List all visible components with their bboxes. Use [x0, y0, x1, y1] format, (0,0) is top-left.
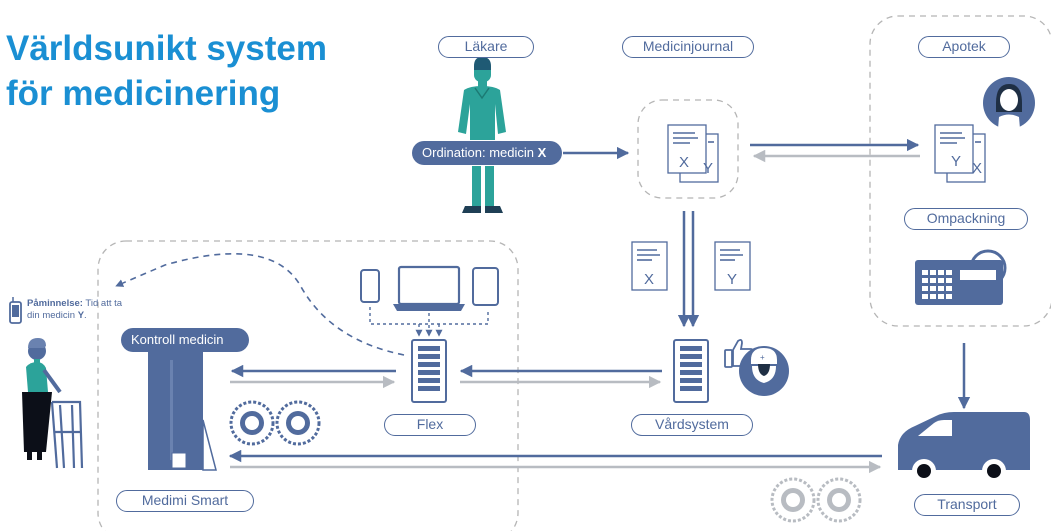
- reminder-end: .: [84, 310, 87, 321]
- laptop-icon: [393, 265, 465, 311]
- reminder-bold: Påminnelse:: [27, 298, 83, 309]
- packaging-machine-icon: [915, 249, 1007, 305]
- journal-doc-letter-x: X: [679, 154, 689, 171]
- phone-icon: [360, 269, 380, 303]
- tape-roll-icon: [770, 477, 862, 523]
- pharmacist-icon: [983, 77, 1035, 129]
- journal-doc-letter-y: Y: [703, 160, 713, 177]
- svg-text:+: +: [760, 353, 765, 362]
- reminder-drug: Y: [77, 310, 85, 321]
- label-vardsystem: Vårdsystem: [631, 414, 753, 436]
- ordination-prefix: Ordination: medicin: [422, 145, 538, 160]
- doctor-icon: [458, 57, 506, 213]
- pharmacy-doc-letter-y: Y: [951, 153, 961, 170]
- label-flex: Flex: [384, 414, 476, 436]
- device-sync-lines: [369, 307, 489, 325]
- label-medimi-smart: Medimi Smart: [116, 490, 254, 512]
- journal-region-border: [637, 99, 739, 199]
- dispenser-icon: [148, 352, 217, 471]
- label-ompackning: Ompackning: [904, 208, 1028, 230]
- server-icon: [673, 339, 709, 403]
- reminder-curve-arrow: [115, 252, 405, 356]
- ordination-label: Ordination: medicin X: [412, 141, 562, 165]
- document-icon: X: [631, 241, 668, 291]
- home-region-border: [97, 240, 519, 531]
- reminder-text: Tid att ta din medicin: [27, 298, 123, 321]
- reminder-note: Påminnelse: Tid att ta din medicin Y.: [27, 298, 127, 322]
- elderly-woman-icon: [22, 338, 84, 469]
- kontroll-medicin-label: Kontroll medicin: [121, 328, 249, 352]
- document-icon: Y X: [934, 124, 986, 183]
- label-transport: Transport: [914, 494, 1020, 516]
- pharmacy-region-border: [869, 15, 1051, 327]
- ordination-drug: X: [537, 145, 547, 160]
- document-icon: Y: [714, 241, 751, 291]
- page-title: Världsunikt system för medicinering: [6, 26, 327, 116]
- mobile-phone-icon: [9, 297, 22, 324]
- prescription-doc-letter-y: Y: [727, 271, 737, 288]
- label-lakare: Läkare: [438, 36, 534, 58]
- label-apotek: Apotek: [918, 36, 1010, 58]
- tablet-icon: [472, 267, 499, 306]
- document-icon: X Y: [667, 124, 719, 183]
- nurse-icon: +: [739, 346, 789, 396]
- pharmacy-doc-letter-x: X: [972, 160, 982, 177]
- prescription-doc-letter-x: X: [644, 271, 654, 288]
- title-line-2: för medicinering: [6, 74, 281, 113]
- tape-roll-icon: [229, 400, 321, 446]
- label-medicinjournal: Medicinjournal: [622, 36, 754, 58]
- title-line-1: Världsunikt system: [6, 29, 327, 68]
- van-icon: [898, 412, 1030, 483]
- server-icon: [411, 339, 447, 403]
